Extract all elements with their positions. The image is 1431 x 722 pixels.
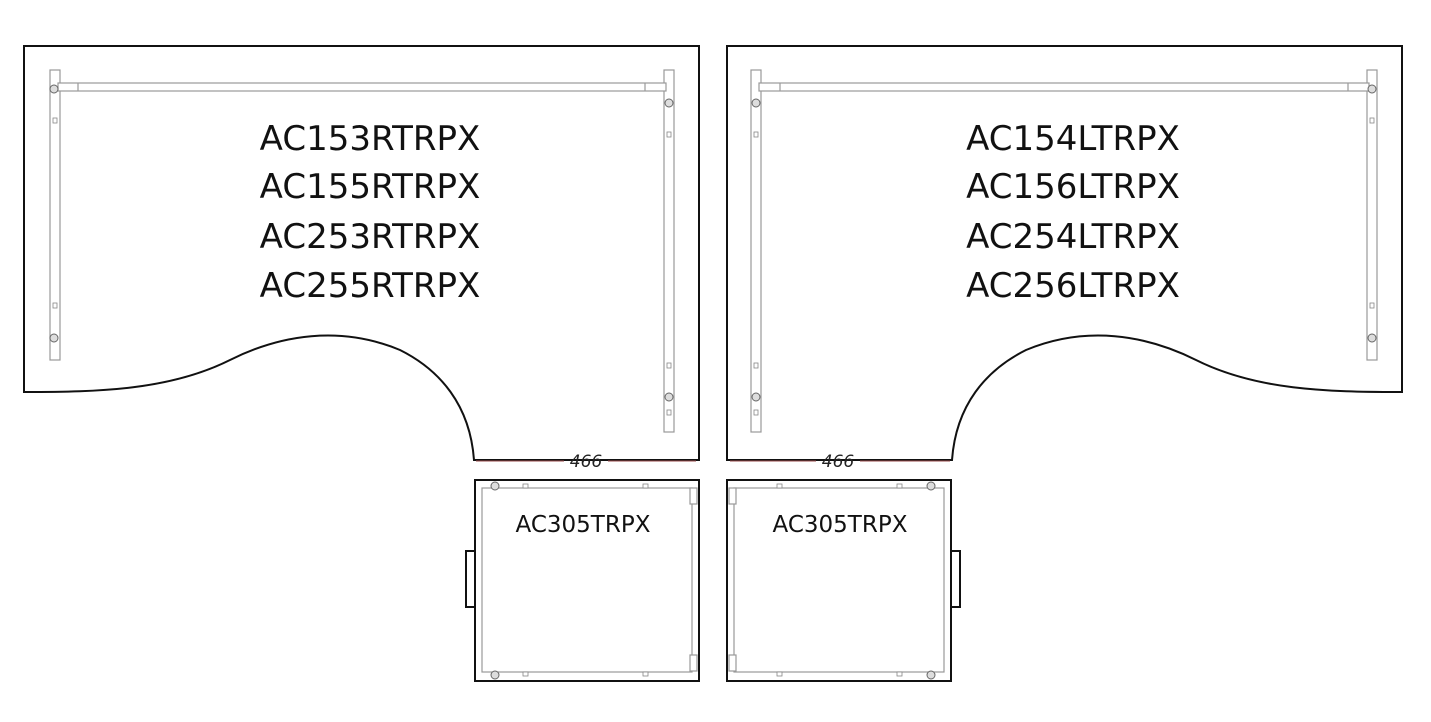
left-desk-code: AC253RTRPX [260,217,481,257]
right-desk-code: AC256LTRPX [966,266,1180,306]
left-pedestal-outline [474,479,700,682]
left-pedestal-runner [689,487,698,505]
right-pedestal-frame [733,487,945,673]
right-dimension: 466 [730,452,950,472]
left-frame-hole [666,409,672,416]
right-desk-code: AC156LTRPX [966,167,1180,207]
left-pedestal-hole [642,483,649,489]
left-frame-leg-left [49,69,61,361]
left-desk-frame [49,69,675,433]
left-desk-code: AC153RTRPX [260,119,481,159]
left-dimension: 466 [476,452,696,472]
left-pedestal-bolt [490,670,500,680]
left-desk-top-outline [23,45,700,461]
right-frame-hole [1369,117,1375,124]
right-pedestal-bolt [926,670,936,680]
left-frame-hole [666,362,672,369]
right-frame-rail-top [758,82,1370,92]
right-desk-top-outline [726,45,1403,461]
left-desk-code: AC155RTRPX [260,167,481,207]
right-dimension-label: 466 [822,452,855,472]
right-desk-code: AC154LTRPX [966,119,1180,159]
left-frame-hole [52,117,58,124]
right-frame-hole [753,362,759,369]
right-pedestal-hole [776,671,783,677]
right-frame-hole [1369,302,1375,309]
right-pedestal-outline [726,479,952,682]
left-frame-bolt [49,333,59,343]
right-desk-codes: AC154LTRPX AC156LTRPX AC254LTRPX AC256LT… [966,119,1180,306]
right-desk-code: AC254LTRPX [966,217,1180,257]
left-desk-code: AC255RTRPX [260,266,481,306]
left-dimension-label: 466 [570,452,603,472]
right-pedestal-code: AC305TRPX [773,512,908,538]
right-frame-bolt [751,392,761,402]
right-frame-hole [753,409,759,416]
left-frame-bolt [49,84,59,94]
right-pedestal-hole [896,483,903,489]
right-frame-bolt [1367,333,1377,343]
right-desk: AC154LTRPX AC156LTRPX AC254LTRPX AC256LT… [726,45,1403,461]
right-pedestal-runner [728,487,737,505]
right-pedestal-hole [776,483,783,489]
right-frame-bolt [751,98,761,108]
left-frame-leg-right [663,69,675,433]
right-frame-leg-left [750,69,762,433]
left-pedestal-hole [642,671,649,677]
right-pedestal: AC305TRPX [726,479,961,682]
left-pedestal-hole [522,671,529,677]
right-desk-frame [750,69,1378,433]
right-frame-leg-right [1366,69,1378,361]
left-pedestal-hole [522,483,529,489]
left-pedestal-code: AC305TRPX [516,512,651,538]
left-pedestal-runner [689,654,698,672]
right-pedestal-hole [896,671,903,677]
right-pedestal-runner [728,654,737,672]
right-frame-bolt [1367,84,1377,94]
left-desk-codes: AC153RTRPX AC155RTRPX AC253RTRPX AC255RT… [260,119,481,306]
left-pedestal-bolt [490,481,500,491]
left-frame-hole [666,131,672,138]
left-pedestal-frame [481,487,693,673]
left-pedestal: AC305TRPX [465,479,700,682]
left-frame-hole [52,302,58,309]
right-frame-hole [753,131,759,138]
left-frame-bolt [664,392,674,402]
left-frame-bolt [664,98,674,108]
right-pedestal-bolt [926,481,936,491]
left-desk: AC153RTRPX AC155RTRPX AC253RTRPX AC255RT… [23,45,700,461]
left-frame-rail-top [57,82,667,92]
